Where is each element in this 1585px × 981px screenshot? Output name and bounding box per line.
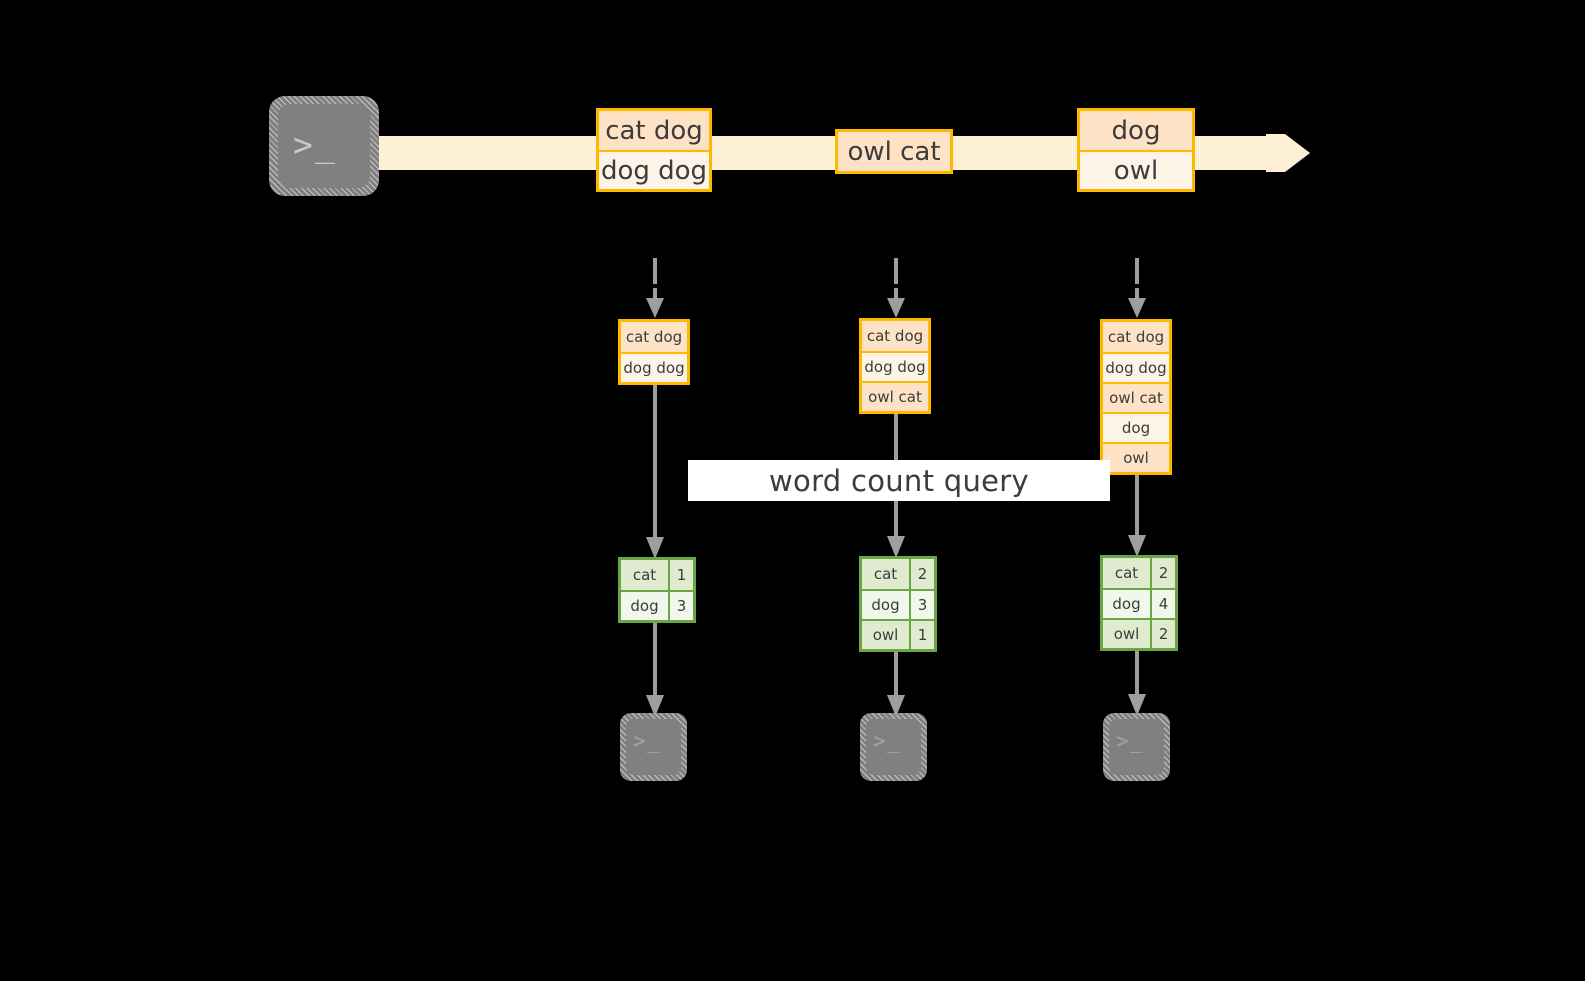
terminal-screen bbox=[278, 104, 370, 188]
snapshot-arrow-3 bbox=[1127, 258, 1147, 320]
result-word: cat bbox=[621, 560, 668, 590]
result-count: 3 bbox=[668, 592, 693, 620]
query-arrow-3 bbox=[1127, 471, 1147, 559]
terminal-prompt-glyph: >_ bbox=[873, 729, 901, 753]
event-line: owl cat bbox=[838, 132, 950, 171]
table-row: owl 1 bbox=[862, 619, 934, 649]
terminal-prompt-glyph: >_ bbox=[633, 729, 661, 753]
buffer-line: dog dog bbox=[621, 352, 687, 382]
source-terminal-icon[interactable]: >_ bbox=[269, 96, 379, 196]
query-label-banner: word count query bbox=[688, 460, 1110, 501]
result-count: 2 bbox=[1150, 620, 1175, 648]
event-buffer-2[interactable]: cat dog dog dog owl cat bbox=[859, 318, 931, 414]
query-label: word count query bbox=[769, 463, 1029, 498]
event-line: owl bbox=[1080, 150, 1192, 189]
buffer-line: dog dog bbox=[862, 351, 928, 381]
result-count: 3 bbox=[909, 591, 934, 619]
result-count: 2 bbox=[1150, 558, 1175, 588]
buffer-line: dog dog bbox=[1103, 352, 1169, 382]
table-row: dog 4 bbox=[1103, 588, 1175, 618]
event-line: dog dog bbox=[599, 150, 709, 189]
result-table-2[interactable]: cat 2 dog 3 owl 1 bbox=[859, 556, 937, 652]
timeline-event-group-3[interactable]: dog owl bbox=[1077, 108, 1195, 192]
event-line: dog bbox=[1080, 111, 1192, 150]
sink-terminal-icon-3[interactable]: >_ bbox=[1103, 713, 1170, 781]
result-count: 1 bbox=[909, 621, 934, 649]
event-buffer-1[interactable]: cat dog dog dog bbox=[618, 319, 690, 385]
timeline-event-group-1[interactable]: cat dog dog dog bbox=[596, 108, 712, 192]
buffer-line: dog bbox=[1103, 412, 1169, 442]
result-table-3[interactable]: cat 2 dog 4 owl 2 bbox=[1100, 555, 1178, 651]
terminal-screen bbox=[626, 719, 681, 775]
terminal-prompt-glyph: >_ bbox=[1116, 729, 1144, 753]
table-row: dog 3 bbox=[621, 590, 693, 620]
event-buffer-3[interactable]: cat dog dog dog owl cat dog owl bbox=[1100, 319, 1172, 475]
buffer-line: owl cat bbox=[1103, 382, 1169, 412]
result-count: 4 bbox=[1150, 590, 1175, 618]
event-line: cat dog bbox=[599, 111, 709, 150]
query-arrow-1 bbox=[645, 379, 665, 561]
result-word: dog bbox=[621, 592, 668, 620]
table-row: dog 3 bbox=[862, 589, 934, 619]
result-word: owl bbox=[862, 621, 909, 649]
buffer-line: owl cat bbox=[862, 381, 928, 411]
result-word: cat bbox=[862, 559, 909, 589]
result-word: owl bbox=[1103, 620, 1150, 648]
table-row: cat 2 bbox=[1103, 558, 1175, 588]
sink-terminal-icon-1[interactable]: >_ bbox=[620, 713, 687, 781]
timeline-event-group-2[interactable]: owl cat bbox=[835, 129, 953, 174]
buffer-line: cat dog bbox=[1103, 322, 1169, 352]
result-table-1[interactable]: cat 1 dog 3 bbox=[618, 557, 696, 623]
buffer-line: cat dog bbox=[862, 321, 928, 351]
terminal-prompt-glyph: >_ bbox=[293, 125, 337, 164]
terminal-screen bbox=[1109, 719, 1164, 775]
buffer-line: owl bbox=[1103, 442, 1169, 472]
buffer-line: cat dog bbox=[621, 322, 687, 352]
output-arrow-3 bbox=[1127, 648, 1147, 718]
result-word: dog bbox=[1103, 590, 1150, 618]
result-count: 1 bbox=[668, 560, 693, 590]
sink-terminal-icon-2[interactable]: >_ bbox=[860, 713, 927, 781]
snapshot-arrow-2 bbox=[886, 258, 906, 320]
result-word: cat bbox=[1103, 558, 1150, 588]
result-count: 2 bbox=[909, 559, 934, 589]
terminal-screen bbox=[866, 719, 921, 775]
result-word: dog bbox=[862, 591, 909, 619]
output-arrow-2 bbox=[886, 649, 906, 719]
snapshot-arrow-1 bbox=[645, 258, 665, 320]
table-row: owl 2 bbox=[1103, 618, 1175, 648]
table-row: cat 2 bbox=[862, 559, 934, 589]
table-row: cat 1 bbox=[621, 560, 693, 590]
output-arrow-1 bbox=[645, 619, 665, 719]
